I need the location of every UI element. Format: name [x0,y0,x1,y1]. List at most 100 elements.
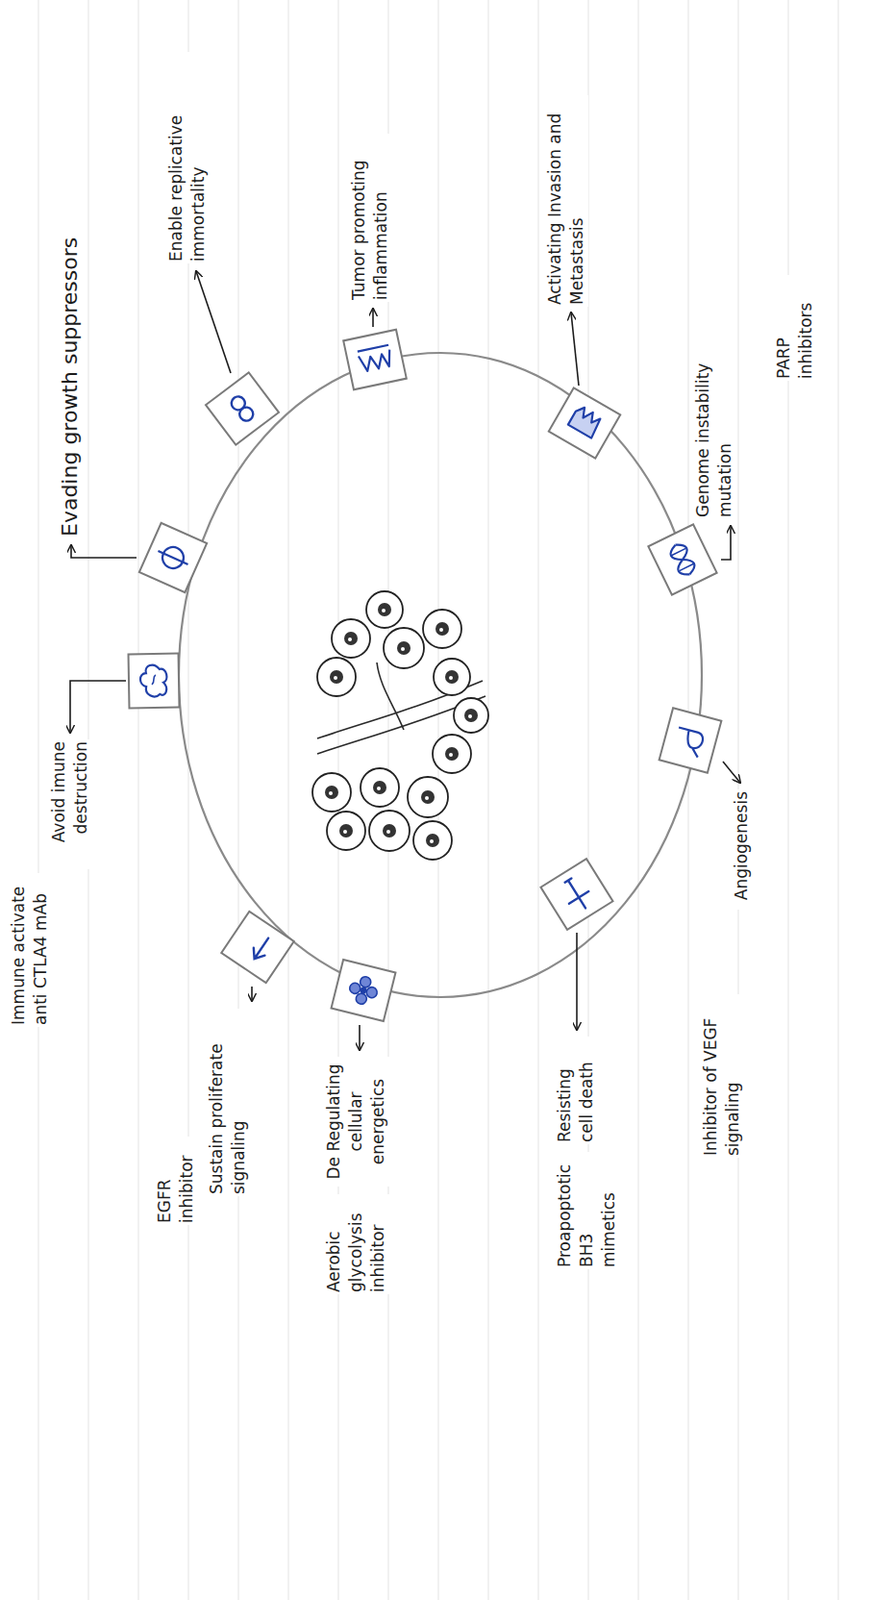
tumor-cell [383,627,424,669]
tumor-cell-part [333,675,338,680]
box-immune-part [128,653,180,709]
tumor-cell [432,734,472,773]
tumor-cell-part [433,658,471,696]
hallmark-label: Resisting cell death [553,1036,598,1145]
leader-arrows-part [575,932,578,1030]
tumor-cell-part [381,608,386,613]
tumor-cell [326,811,366,850]
tumor-cell-part [386,829,391,834]
tumor-cell-part [312,772,351,812]
box-angiogenesis-part [659,707,722,773]
box-genome-part [667,541,697,578]
box-invasion [548,387,621,458]
tumor-cell-part [324,785,339,799]
box-energetics-part [365,986,378,999]
tumor-cell-part [468,714,473,719]
leader-arrows-part [71,545,137,558]
box-sustain-part [248,934,274,963]
leader-arrows-part [70,680,126,733]
box-energetics-part [359,975,373,989]
tumor-cell-part [366,591,403,628]
cell-circle [178,352,702,997]
box-invasion-part [568,404,603,439]
tumor-cells [312,591,489,860]
box-genome-part [667,541,697,578]
tumor-cell-part [445,746,459,761]
box-immune [128,653,180,709]
tumor-cell-part [448,752,453,757]
tumor-cell-part [343,829,348,834]
box-inflammation [343,329,407,391]
tumor-cell-part [383,627,424,669]
tumor-cell-part [397,641,411,655]
tumor-cell-part [445,670,459,684]
drug-label: Inhibitor of VEGF signaling [699,994,745,1158]
tumor-cell-part [339,823,353,838]
box-cell-death-part [558,873,596,915]
tumor-cell [413,821,452,860]
tumor-cell-part [360,768,399,807]
tumor-cell [453,697,489,733]
box-sustain [221,911,295,983]
hallmark-label: De Regulating cellular energetics [323,1056,390,1187]
box-cell-death [540,858,613,930]
box-sustain-part [221,911,295,983]
tumor-cell-part [377,602,392,617]
tumor-cell-part [413,821,452,860]
tumor-cell [331,619,371,658]
leader-arrows-part [372,308,374,327]
leader-arrows-part [196,271,231,374]
tumor-cell [423,609,462,648]
tumor-cell [317,657,356,697]
hallmark-label: Angiogenesis [730,789,753,910]
tumor-cell-part [369,810,410,851]
hallmark-label: Evading growth suppressors [55,86,85,539]
tumor-cell-part [453,697,489,733]
leader-arrows-part [721,525,731,560]
box-genome-part [647,523,717,595]
tumor-cell-part [373,780,387,795]
leader-arrows-part [358,1024,361,1050]
hallmark-label: Enable replicative immortality [165,51,210,264]
tumor-cell-part [329,670,344,684]
box-invasion-part [548,387,621,458]
tumor-cell-part [423,609,462,648]
hallmark-label: Sustain proliferate signaling [205,1008,250,1196]
tumor-cell-part [425,833,440,847]
hallmark-label: Genome instability mutation [692,341,737,520]
box-replicative [205,372,279,445]
tumor-cell-part [439,627,444,632]
leader-arrows [70,271,741,1050]
tumor-cell-part [464,708,478,722]
tumor-cell-part [382,823,397,838]
blood-vessel-part [376,662,404,730]
box-evading-part [157,550,188,565]
box-angiogenesis-part [672,726,705,757]
drug-label: Proapoptotic BH3 mimetics [553,1151,621,1270]
box-angiogenesis [659,707,722,773]
box-energetics-part [359,986,368,995]
tumor-cell-part [424,796,429,800]
tumor-cell-part [326,811,366,850]
box-evading-part [139,522,207,593]
tumor-cell-part [407,776,448,818]
box-replicative-part [236,404,256,424]
tumor-cell [369,810,410,851]
box-energetics-part [331,959,397,1021]
box-energetics-part [354,992,368,1005]
box-inflammation-part [357,345,394,373]
hallmark-label: Activating Invasion and Metastasis [544,95,589,307]
tumor-cell-part [331,619,371,658]
tumor-cell [360,768,399,807]
tumor-cell [433,658,471,696]
tumor-cell-part [344,631,358,646]
hallmark-label: Tumor promoting inflammation [348,133,393,302]
box-genome [647,523,717,595]
tumor-cell-part [421,790,435,804]
tumor-cell [407,776,448,818]
tumor-cell-part [328,791,333,796]
leader-arrows-part [571,312,579,386]
drug-label: PARP inhibitors [772,274,818,381]
